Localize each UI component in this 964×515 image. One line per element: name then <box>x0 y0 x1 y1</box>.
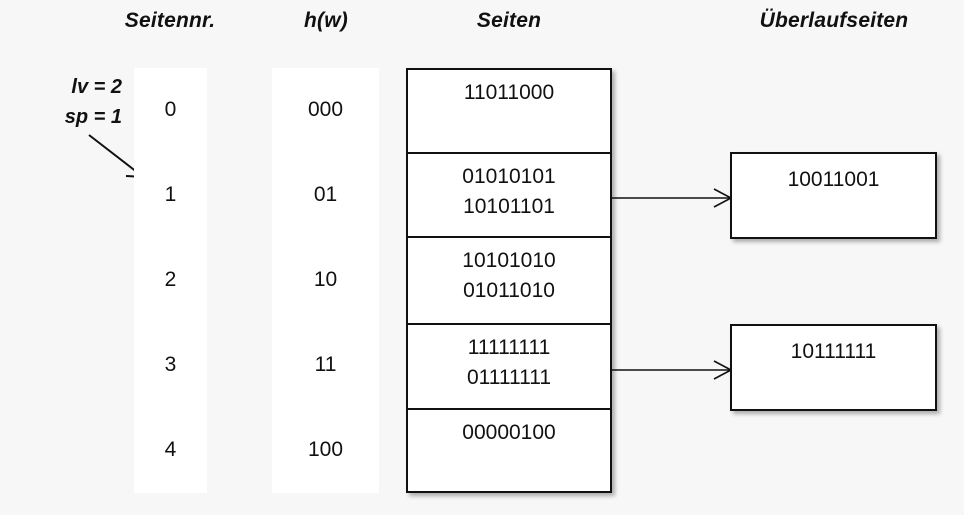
seiten-row: 01010101 10101101 <box>408 152 610 236</box>
annotation-lv: lv = 2 <box>71 76 122 98</box>
overflow-page-box: 10011001 <box>730 152 937 239</box>
column-header-ueberlaufseiten: Überlaufseiten <box>759 9 909 32</box>
overflow-arrow-icon <box>610 360 733 380</box>
seiten-value: 10101101 <box>463 195 555 218</box>
seiten-value: 01111111 <box>466 366 552 389</box>
seiten-row: 11011000 <box>408 70 610 152</box>
seiten-value: 10101010 <box>462 249 556 272</box>
seiten-value: 11111111 <box>467 336 551 359</box>
overflow-page-value: 10011001 <box>787 168 880 191</box>
seiten-value: 01010101 <box>462 165 556 188</box>
column-hash: 000 01 10 11 100 <box>272 68 379 493</box>
seiten-row: 00000100 <box>408 408 610 491</box>
hash-cell: 000 <box>307 98 344 121</box>
seitennr-cell: 4 <box>164 438 177 461</box>
seiten-table: 11011000 01010101 10101101 10101010 0101… <box>406 68 612 493</box>
column-seitennr: 0 1 2 3 4 <box>134 68 207 493</box>
hash-cell: 11 <box>314 353 337 376</box>
seiten-value: 11011000 <box>463 81 555 104</box>
seitennr-cell: 3 <box>164 353 177 376</box>
seiten-row: 10101010 01011010 <box>408 236 610 323</box>
seitennr-cell: 2 <box>164 268 177 291</box>
hash-cell: 01 <box>313 183 338 206</box>
seitennr-cell: 1 <box>164 183 177 206</box>
seiten-value: 01011010 <box>463 279 555 302</box>
column-header-seitennr: Seitennr. <box>124 9 216 32</box>
hash-cell: 10 <box>313 268 338 291</box>
overflow-arrow-icon <box>610 188 733 208</box>
column-header-seiten: Seiten <box>476 9 542 32</box>
seitennr-cell: 0 <box>164 98 177 121</box>
overflow-page-box: 10111111 <box>730 324 937 411</box>
hash-cell: 100 <box>307 438 344 461</box>
level-split-annotation: lv = 2 sp = 1 <box>10 72 122 132</box>
annotation-sp: sp = 1 <box>64 106 122 128</box>
seiten-row: 11111111 01111111 <box>408 323 610 408</box>
seiten-value: 00000100 <box>462 421 556 444</box>
column-header-hash: h(w) <box>304 9 348 32</box>
overflow-page-value: 10111111 <box>790 340 877 363</box>
